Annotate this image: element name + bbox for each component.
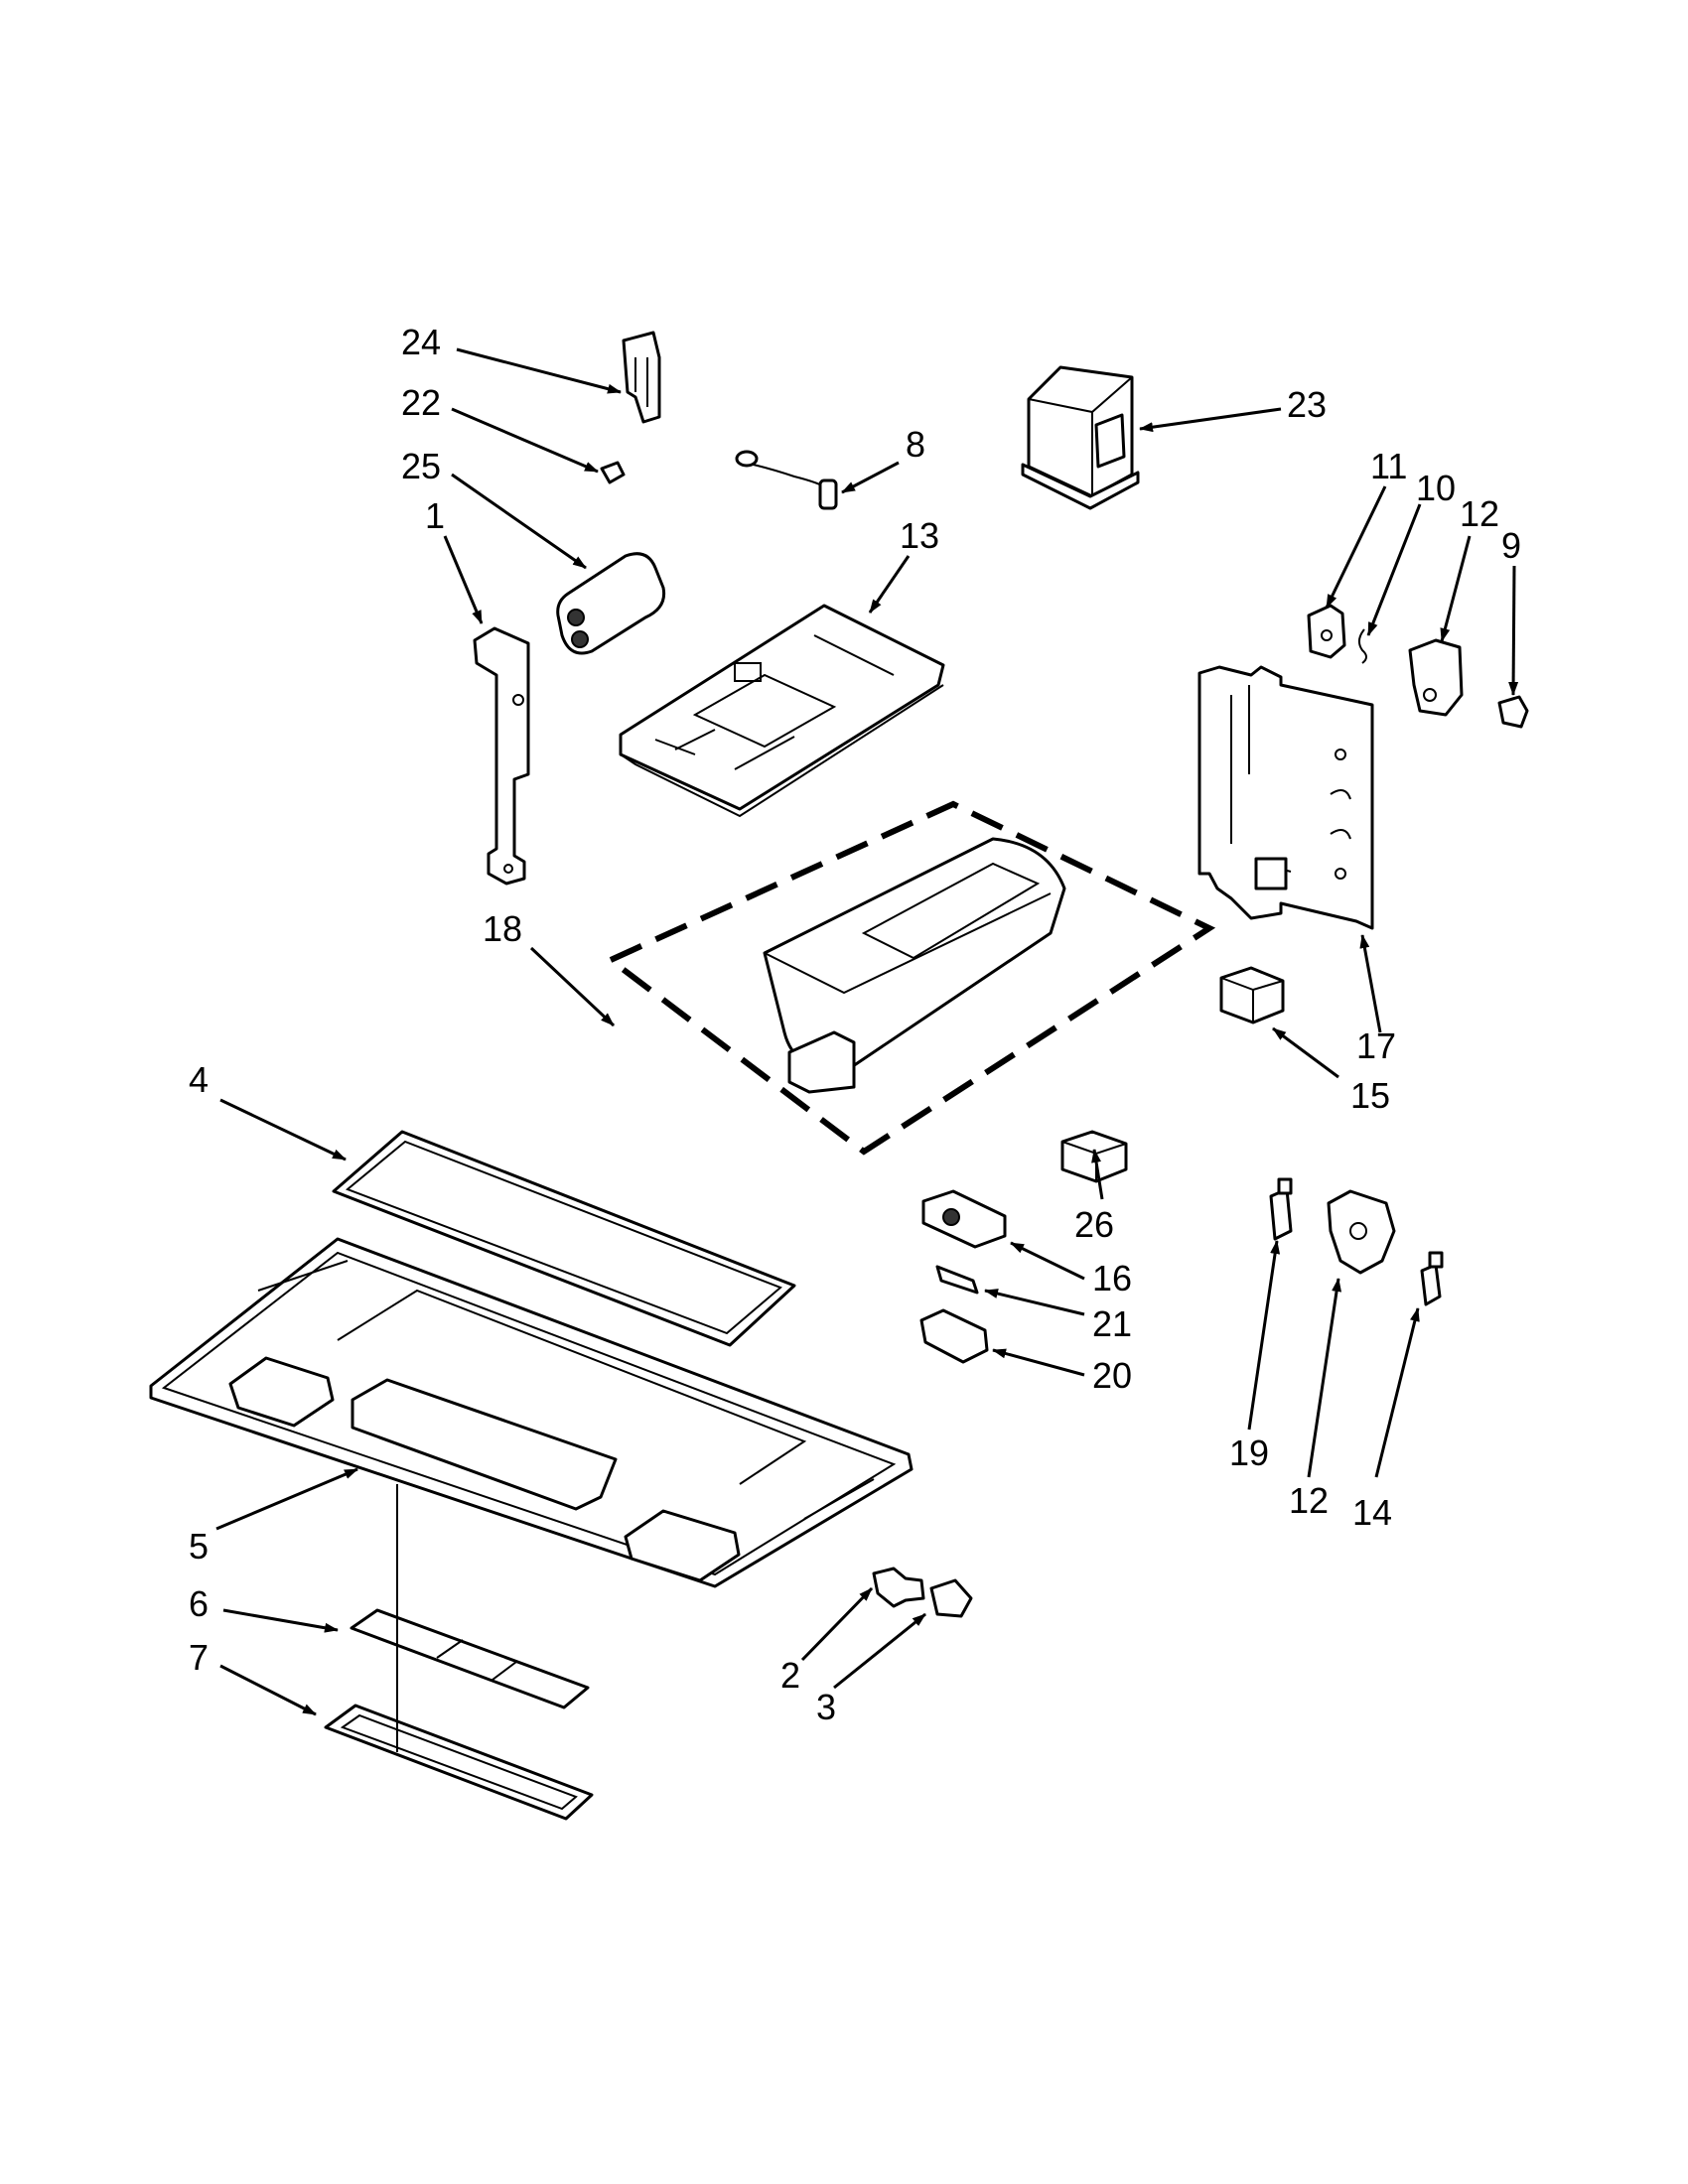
callout-24: 24 <box>401 322 441 362</box>
callout-2: 2 <box>780 1655 800 1696</box>
part-11-switch <box>1307 604 1346 659</box>
callout-10: 10 <box>1416 468 1456 508</box>
callout-15: 15 <box>1350 1075 1390 1116</box>
part-8-wire <box>735 450 838 510</box>
part-13-plate <box>619 604 945 818</box>
part-4-filter <box>332 1130 796 1347</box>
callout-21: 21 <box>1092 1303 1132 1344</box>
callout-18: 18 <box>483 908 522 949</box>
part-14-part <box>1420 1251 1444 1306</box>
callout-9: 9 <box>1501 525 1521 566</box>
part-18-group-outline <box>605 800 1216 1156</box>
part-23-transformer <box>1021 365 1140 510</box>
callout-labels: 24 22 25 1 8 23 13 11 10 12 9 18 17 15 4… <box>189 322 1521 1727</box>
callout-3: 3 <box>816 1687 836 1727</box>
callout-1: 1 <box>425 495 445 536</box>
callout-7: 7 <box>189 1637 209 1678</box>
callout-20: 20 <box>1092 1355 1132 1396</box>
callout-22: 22 <box>401 382 441 423</box>
part-15-box <box>1219 966 1285 1024</box>
part-10-spring <box>1358 628 1367 664</box>
part-24-bracket <box>622 331 661 424</box>
part-2-lamp <box>872 1567 925 1608</box>
part-7-frame <box>324 1704 594 1821</box>
callout-16: 16 <box>1092 1258 1132 1298</box>
part-1-bracket <box>473 626 530 886</box>
part-12-switch-bottom <box>1327 1189 1396 1275</box>
callout-5: 5 <box>189 1526 209 1567</box>
part-19-part <box>1269 1177 1293 1241</box>
callout-17: 17 <box>1356 1025 1396 1066</box>
part-9-part <box>1497 695 1529 729</box>
callout-25: 25 <box>401 446 441 486</box>
part-6-lens <box>350 1608 590 1709</box>
callout-4: 4 <box>189 1059 209 1100</box>
part-21-bulb <box>935 1265 979 1295</box>
callout-13: 13 <box>900 515 939 556</box>
callout-8: 8 <box>906 424 925 465</box>
part-22-clip <box>600 461 626 484</box>
callout-12-bottom: 12 <box>1289 1480 1329 1521</box>
part-17-panel <box>1197 665 1374 930</box>
callout-23: 23 <box>1287 384 1327 425</box>
callout-14: 14 <box>1352 1492 1392 1533</box>
part-25-capacitor <box>556 552 666 655</box>
callout-11: 11 <box>1370 446 1407 486</box>
part-3-socket <box>929 1578 973 1618</box>
part-5-bottom-panel <box>149 1237 914 1588</box>
part-20-socket <box>919 1308 989 1364</box>
leader-lines <box>215 347 1519 1716</box>
callout-12-top: 12 <box>1460 493 1499 534</box>
callout-26: 26 <box>1074 1204 1114 1245</box>
callout-6: 6 <box>189 1583 209 1624</box>
part-12-switch-top <box>1408 638 1464 717</box>
part-16-board <box>921 1189 1007 1249</box>
callout-19: 19 <box>1229 1433 1269 1473</box>
